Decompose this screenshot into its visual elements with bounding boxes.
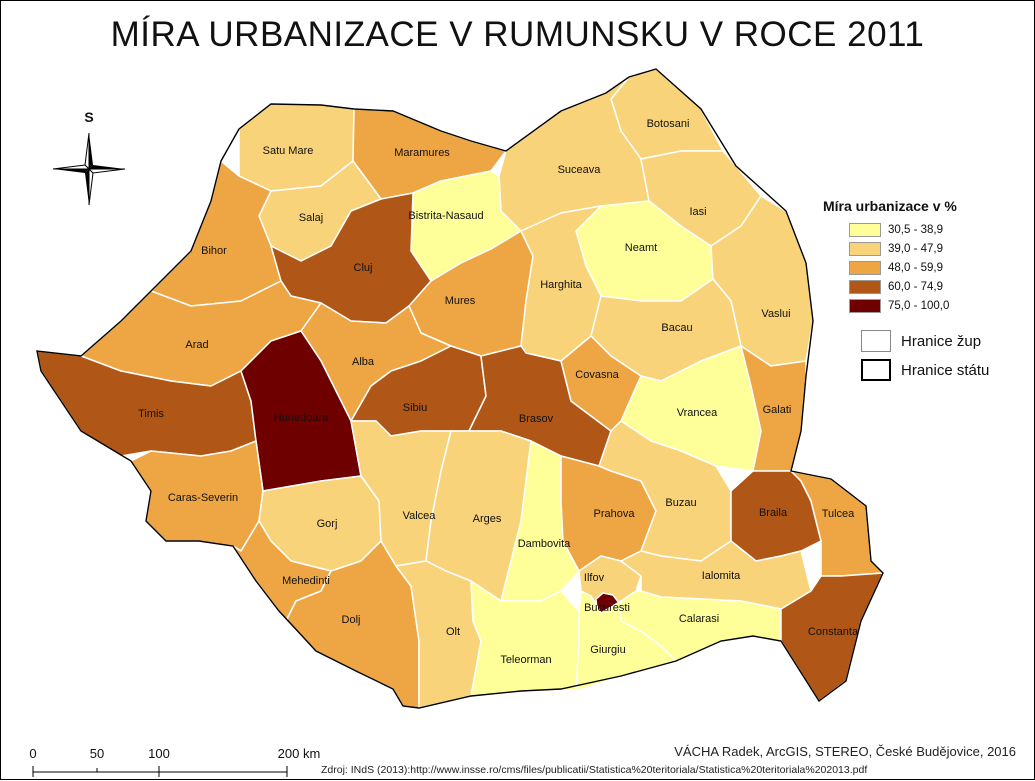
legend-item-label: 30,5 - 38,9 bbox=[888, 223, 943, 236]
county-label-bacau: Bacau bbox=[661, 322, 692, 334]
legend-swatch bbox=[849, 222, 881, 237]
scale-tick-label: 0 bbox=[29, 746, 36, 761]
legend-item-label: 60,0 - 74,9 bbox=[888, 280, 943, 293]
legend-state-border: Hranice státu bbox=[861, 357, 1033, 383]
legend-item: 39,0 - 47,9 bbox=[849, 239, 1033, 258]
county-label-bistrita-nasaud: Bistrita-Nasaud bbox=[408, 210, 483, 222]
county-label-hunedoara: Hunedoara bbox=[274, 412, 329, 424]
county-label-harghita: Harghita bbox=[540, 279, 582, 291]
map-legend: Míra urbanizace v % 30,5 - 38,9 39,0 - 4… bbox=[823, 198, 1033, 383]
legend-item: 30,5 - 38,9 bbox=[849, 220, 1033, 239]
county-label-bucuresti: Bucuresti bbox=[584, 602, 630, 614]
north-arrow: S bbox=[52, 109, 126, 206]
state-border-label: Hranice státu bbox=[901, 361, 990, 379]
county-label-alba: Alba bbox=[352, 356, 375, 368]
county-label-dolj: Dolj bbox=[342, 614, 361, 626]
county-border-swatch bbox=[861, 330, 891, 352]
author-credit: VÁCHA Radek, ArcGIS, STEREO, České Buděj… bbox=[674, 744, 1016, 759]
county-label-brasov: Brasov bbox=[519, 413, 554, 425]
legend-swatch bbox=[849, 260, 881, 275]
county-label-bihor: Bihor bbox=[201, 245, 227, 257]
county-label-dambovita: Dambovita bbox=[518, 538, 571, 550]
north-arrow-label: S bbox=[84, 109, 93, 125]
county-giurgiu bbox=[575, 590, 677, 692]
county-label-calarasi: Calarasi bbox=[679, 613, 719, 625]
scale-tick-label: 100 bbox=[148, 746, 170, 761]
scale-tick-label: 200 km bbox=[278, 746, 321, 761]
legend-county-border: Hranice žup bbox=[861, 328, 1033, 354]
legend-title: Míra urbanizace v % bbox=[823, 198, 957, 214]
county-label-iasi: Iasi bbox=[689, 206, 706, 218]
county-label-giurgiu: Giurgiu bbox=[590, 644, 625, 656]
county-label-braila: Braila bbox=[759, 507, 788, 519]
county-label-cluj: Cluj bbox=[354, 262, 373, 274]
county-label-satu-mare: Satu Mare bbox=[263, 145, 314, 157]
legend-swatch bbox=[849, 241, 881, 256]
county-label-prahova: Prahova bbox=[594, 508, 636, 520]
county-label-mehedinti: Mehedinti bbox=[282, 575, 330, 587]
county-label-arad: Arad bbox=[185, 339, 208, 351]
county-label-tulcea: Tulcea bbox=[822, 508, 855, 520]
county-label-valcea: Valcea bbox=[403, 510, 437, 522]
county-label-salaj: Salaj bbox=[299, 212, 323, 224]
county-label-maramures: Maramures bbox=[394, 147, 450, 159]
legend-swatch bbox=[849, 279, 881, 294]
legend-item: 75,0 - 100,0 bbox=[849, 296, 1033, 315]
county-label-timis: Timis bbox=[138, 408, 164, 420]
county-label-ialomita: Ialomita bbox=[702, 570, 741, 582]
scale-bar: 0 50 100 200 km bbox=[29, 746, 321, 777]
map-title: MÍRA URBANIZACE V RUMUNSKU V ROCE 2011 bbox=[110, 15, 925, 54]
county-label-buzau: Buzau bbox=[665, 497, 696, 509]
county-label-caras-severin: Caras-Severin bbox=[168, 492, 238, 504]
county-label-neamt: Neamt bbox=[625, 242, 657, 254]
county-label-vaslui: Vaslui bbox=[761, 308, 790, 320]
county-label-vrancea: Vrancea bbox=[677, 407, 718, 419]
state-border-swatch bbox=[861, 359, 891, 381]
county-label-ilfov: Ilfov bbox=[584, 572, 605, 584]
county-label-galati: Galati bbox=[763, 404, 792, 416]
legend-item-label: 75,0 - 100,0 bbox=[888, 299, 950, 312]
county-label-gorj: Gorj bbox=[317, 518, 338, 530]
scale-tick-label: 50 bbox=[90, 746, 104, 761]
county-label-arges: Arges bbox=[473, 513, 502, 525]
county-border-label: Hranice žup bbox=[901, 332, 982, 350]
legend-item-label: 39,0 - 47,9 bbox=[888, 242, 943, 255]
county-label-sibiu: Sibiu bbox=[403, 402, 427, 414]
compass-rose-icon bbox=[52, 132, 126, 206]
county-label-teleorman: Teleorman bbox=[500, 654, 551, 666]
county-label-covasna: Covasna bbox=[575, 369, 619, 381]
data-source: Zdroj: INdS (2013):http://www.insse.ro/c… bbox=[321, 764, 868, 776]
county-label-constanta: Constanta bbox=[808, 626, 859, 638]
county-label-suceava: Suceava bbox=[558, 164, 602, 176]
legend-item: 60,0 - 74,9 bbox=[849, 277, 1033, 296]
legend-swatch bbox=[849, 298, 881, 313]
county-label-olt: Olt bbox=[446, 626, 460, 638]
legend-item-label: 48,0 - 59,9 bbox=[888, 261, 943, 274]
legend-item: 48,0 - 59,9 bbox=[849, 258, 1033, 277]
county-label-botosani: Botosani bbox=[647, 118, 690, 130]
county-label-mures: Mures bbox=[445, 295, 476, 307]
